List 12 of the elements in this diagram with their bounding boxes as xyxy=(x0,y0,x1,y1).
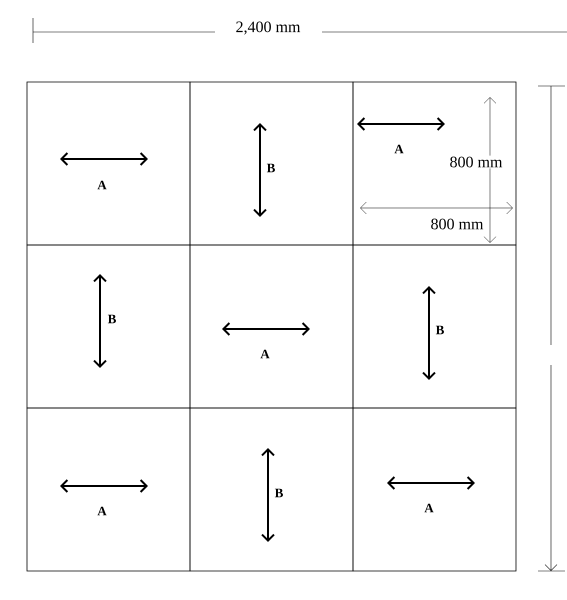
cell-label: A xyxy=(260,350,270,358)
dimension-label: 800 mm xyxy=(448,156,504,168)
cell-label: A xyxy=(97,506,107,516)
cell-label: A xyxy=(97,180,107,190)
cell-label: B xyxy=(436,326,444,334)
cell-label: B xyxy=(266,164,275,172)
cell-label: A xyxy=(394,144,404,154)
cell-label: B xyxy=(108,314,116,324)
dimension-label: 2,400 mm xyxy=(234,20,302,36)
cell-label: B xyxy=(274,488,283,498)
cell-label: A xyxy=(424,504,434,512)
dimension-label: 800 mm xyxy=(430,218,484,230)
